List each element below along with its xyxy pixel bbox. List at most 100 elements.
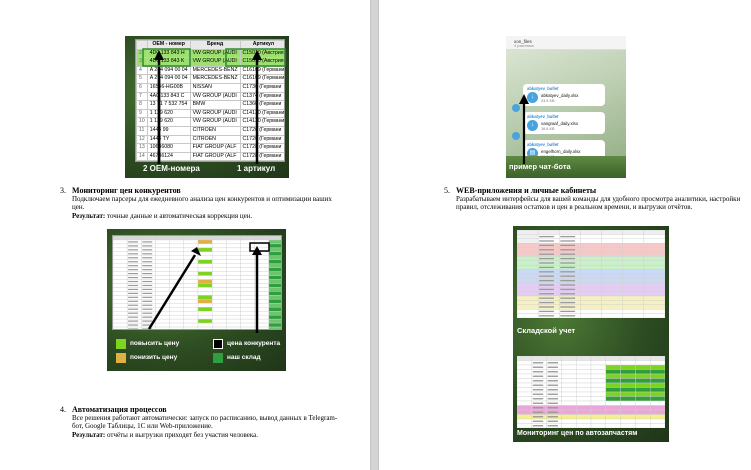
grid-text-stub bbox=[539, 253, 554, 255]
legend-raise-label: повысить цену bbox=[130, 340, 180, 347]
grid-cell bbox=[620, 418, 636, 424]
grid-text-stub bbox=[532, 384, 544, 386]
grid-cell bbox=[605, 423, 621, 428]
section-4-text: Все решения работают автоматически: запу… bbox=[72, 414, 344, 439]
grid-text-stub bbox=[539, 271, 554, 273]
chat-message-1[interactable]: abkatyev_bullet ↓ abkatyev_daily.xlsx 23… bbox=[523, 84, 605, 106]
message-sender: abkatyev_bullet bbox=[527, 86, 559, 91]
grid-text-stub bbox=[560, 279, 576, 282]
grid-cell bbox=[580, 260, 602, 266]
grid-text-stub bbox=[142, 296, 153, 298]
grid-cell bbox=[605, 396, 621, 402]
right-page: xon_files 4 участника abkatyev_bullet ↓ … bbox=[379, 0, 751, 470]
grid-cell bbox=[635, 418, 651, 424]
grid-cell bbox=[576, 396, 592, 402]
grid-cell bbox=[590, 369, 607, 375]
grid-text-stub bbox=[539, 257, 554, 260]
grid-cell bbox=[605, 409, 621, 415]
grid-text-stub bbox=[142, 328, 153, 329]
grid-cell bbox=[620, 356, 636, 361]
grid-cell bbox=[635, 360, 651, 366]
grid-cell bbox=[183, 326, 199, 329]
grid-cell bbox=[635, 414, 651, 420]
section-3-result-text: точные данные и автоматическая коррекция… bbox=[105, 211, 253, 220]
grid-text-stub bbox=[128, 249, 139, 251]
chat-message-2[interactable]: abkatyev_bullet ↓ vangraaf_daily.xlsx 16… bbox=[523, 112, 605, 134]
competitor-spreadsheet bbox=[112, 235, 282, 330]
grid-cell bbox=[126, 326, 142, 329]
grid-cell bbox=[622, 230, 645, 235]
grid-cell bbox=[580, 273, 602, 279]
download-icon[interactable]: ↓ bbox=[527, 120, 538, 131]
grid-text-stub bbox=[560, 262, 576, 264]
competitor-price-figure: повысить цену понизить цену цена конкуре… bbox=[107, 229, 286, 371]
grid-cell bbox=[169, 326, 185, 329]
grid-cell bbox=[622, 308, 645, 314]
chat-header: xon_files 4 участника bbox=[506, 36, 626, 50]
grid-cell bbox=[649, 400, 665, 406]
file-icon[interactable]: ▤ bbox=[527, 148, 538, 159]
grid-cell bbox=[580, 282, 602, 288]
section-4-body: Все решения работают автоматически: запу… bbox=[72, 414, 338, 431]
grid-text-stub bbox=[532, 389, 544, 391]
grid-cell bbox=[643, 291, 665, 297]
grid-cell bbox=[601, 230, 623, 235]
competitor-grid bbox=[113, 236, 281, 329]
grid-cell bbox=[601, 313, 623, 318]
grid-text-stub bbox=[547, 375, 558, 377]
grid-cell bbox=[576, 391, 592, 397]
grid-cell bbox=[643, 238, 665, 244]
download-icon[interactable]: ↓ bbox=[527, 92, 538, 103]
grid-cell bbox=[643, 251, 665, 257]
grid-text-stub bbox=[128, 292, 139, 294]
grid-cell bbox=[517, 256, 539, 261]
grid-cell bbox=[635, 400, 651, 406]
grid-cell bbox=[622, 269, 645, 275]
grid-cell bbox=[561, 396, 577, 402]
grid-cell bbox=[517, 364, 533, 370]
grid-cell bbox=[649, 364, 665, 370]
grid-cell bbox=[561, 356, 577, 361]
grid-text-stub bbox=[539, 240, 554, 242]
grid-cell bbox=[580, 308, 602, 314]
grid-cell bbox=[561, 405, 577, 411]
grid-cell bbox=[517, 238, 539, 244]
grid-cell bbox=[635, 364, 651, 370]
grid-cell bbox=[601, 269, 623, 275]
oem-header-row: OEM - номер Бренд Артикул bbox=[136, 40, 284, 50]
grid-text-stub bbox=[128, 273, 139, 275]
grid-cell bbox=[605, 391, 621, 397]
grid-text-stub bbox=[128, 276, 139, 279]
grid-cell bbox=[622, 265, 645, 270]
grid-text-stub bbox=[547, 380, 558, 382]
grid-cell bbox=[576, 360, 592, 366]
grid-cell bbox=[643, 287, 665, 292]
grid-cell bbox=[561, 387, 577, 393]
grid-text-stub bbox=[128, 300, 139, 302]
autoparts-caption: Мониторинг цен по автозапчастям bbox=[517, 430, 638, 437]
grid-cell bbox=[605, 405, 621, 411]
message-sender: abkatyev_bullet bbox=[527, 142, 559, 147]
warehouse-app bbox=[517, 230, 665, 318]
grid-cell bbox=[601, 260, 623, 266]
grid-cell bbox=[580, 256, 602, 261]
chatbot-figure: xon_files 4 участника abkatyev_bullet ↓ … bbox=[506, 36, 626, 178]
grid-cell bbox=[605, 373, 621, 379]
grid-text-stub bbox=[547, 362, 558, 364]
grid-cell bbox=[576, 369, 592, 375]
grid-cell bbox=[643, 256, 665, 261]
grid-cell bbox=[649, 378, 665, 384]
grid-cell bbox=[561, 400, 577, 406]
grid-cell bbox=[635, 373, 651, 379]
grid-cell bbox=[517, 291, 539, 297]
grid-cell bbox=[590, 387, 607, 393]
grid-text-stub bbox=[128, 269, 139, 271]
grid-text-stub bbox=[547, 407, 558, 409]
section-3-result-label: Результат: bbox=[72, 211, 106, 220]
grid-text-stub bbox=[560, 288, 576, 291]
grid-text-stub bbox=[539, 315, 554, 317]
grid-text-stub bbox=[539, 244, 554, 247]
grid-cell bbox=[601, 308, 623, 314]
autoparts-grid bbox=[517, 356, 665, 428]
grid-cell bbox=[601, 278, 623, 284]
